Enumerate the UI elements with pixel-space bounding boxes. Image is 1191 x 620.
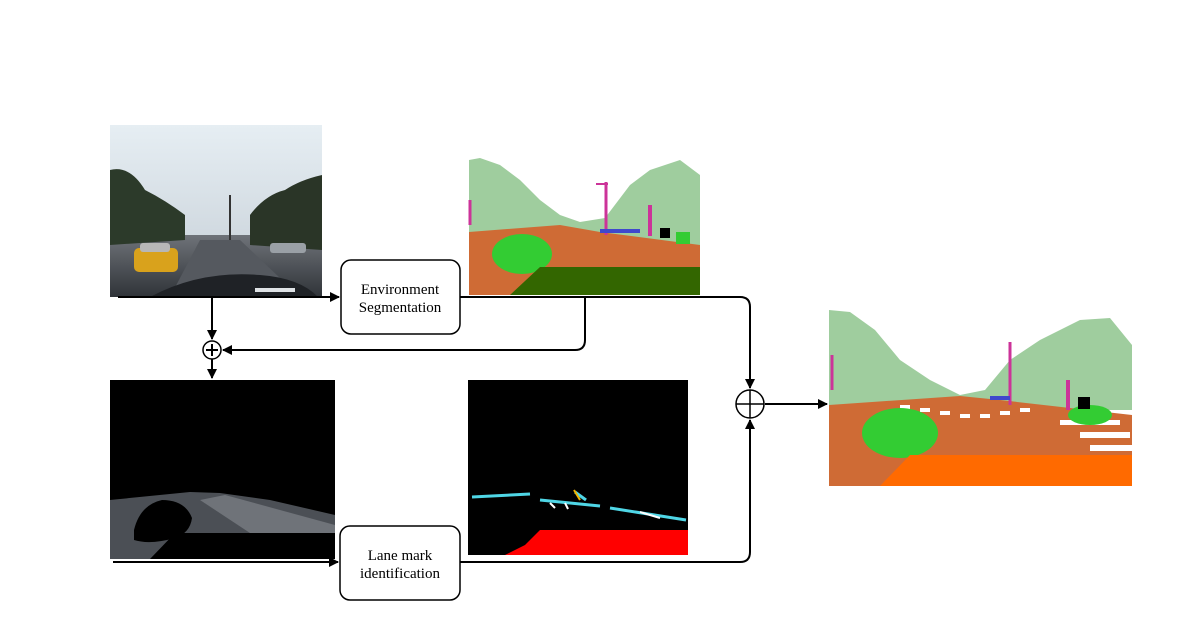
lane-id-line1: Lane mark bbox=[368, 548, 433, 564]
lane-mark-output bbox=[468, 380, 688, 555]
env-seg-line1: Environment bbox=[361, 282, 440, 298]
arrow-envseg-to-plus bbox=[222, 297, 586, 355]
lane-id-line2: identification bbox=[360, 566, 440, 582]
arrow-envseg-to-fusion bbox=[460, 296, 755, 389]
fused-output bbox=[829, 308, 1132, 486]
env-seg-output bbox=[468, 158, 700, 295]
env-seg-node: Environment Segmentation bbox=[340, 259, 461, 335]
fusion-plus-circle-icon bbox=[735, 389, 765, 419]
lane-id-node: Lane mark identification bbox=[339, 525, 461, 601]
plus-circle-icon bbox=[202, 340, 222, 360]
connectors bbox=[113, 292, 828, 567]
masked-photo bbox=[110, 380, 335, 559]
env-seg-line2: Segmentation bbox=[359, 300, 442, 316]
input-photo bbox=[110, 125, 322, 297]
arrow-laneid-to-fusion bbox=[460, 419, 755, 563]
